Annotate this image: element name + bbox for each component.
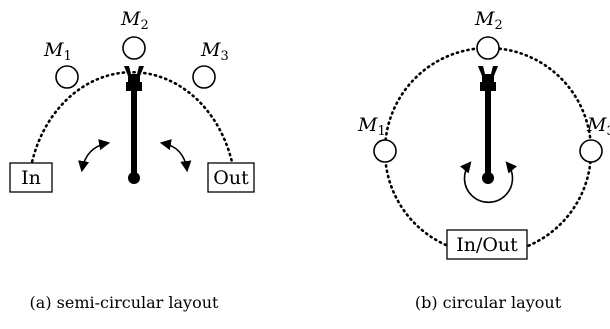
panel-a-label-m3: M3 xyxy=(200,39,229,64)
panel-b-machine-m3 xyxy=(579,139,603,163)
panel-b-machine-m1 xyxy=(373,139,397,163)
panel-a-caption: (a) semi-circular layout xyxy=(30,293,220,312)
panel-a-machine-m2 xyxy=(122,36,146,60)
panel-b-label-m2: M2 xyxy=(474,8,503,33)
panel-a: M1 M2 M3 In Out (a) semi-circular layout xyxy=(9,8,255,312)
panel-a-rotate-right-arrow xyxy=(159,139,192,173)
panel-b-rotate-full-arrow xyxy=(459,161,518,204)
panel-a-out-box xyxy=(207,162,255,193)
panel-a-robot-arm-icon xyxy=(124,66,144,184)
panel-b-inout-label: In/Out xyxy=(456,234,518,256)
panel-a-label-m1: M1 xyxy=(43,39,72,64)
panel-b-label-m3: M3 xyxy=(586,114,610,139)
panel-a-dotted-track xyxy=(28,70,236,174)
panel-b-label-m1: M1 xyxy=(357,114,386,139)
panel-a-machine-m3 xyxy=(192,65,216,89)
panel-b: M1 M2 M3 In/Out (b) circular layout xyxy=(357,8,610,312)
panel-a-in-box xyxy=(9,162,53,193)
panel-a-rotate-left-arrow xyxy=(78,139,111,173)
panel-a-machine-m1 xyxy=(55,65,79,89)
panel-a-label-m2: M2 xyxy=(120,8,149,33)
panel-a-out-label: Out xyxy=(213,167,249,189)
panel-b-robot-arm-icon xyxy=(478,66,498,184)
panel-b-inout-box xyxy=(446,229,528,260)
panel-b-machine-m2 xyxy=(476,36,500,60)
panel-a-in-label: In xyxy=(21,167,41,189)
panel-b-caption: (b) circular layout xyxy=(415,293,562,312)
